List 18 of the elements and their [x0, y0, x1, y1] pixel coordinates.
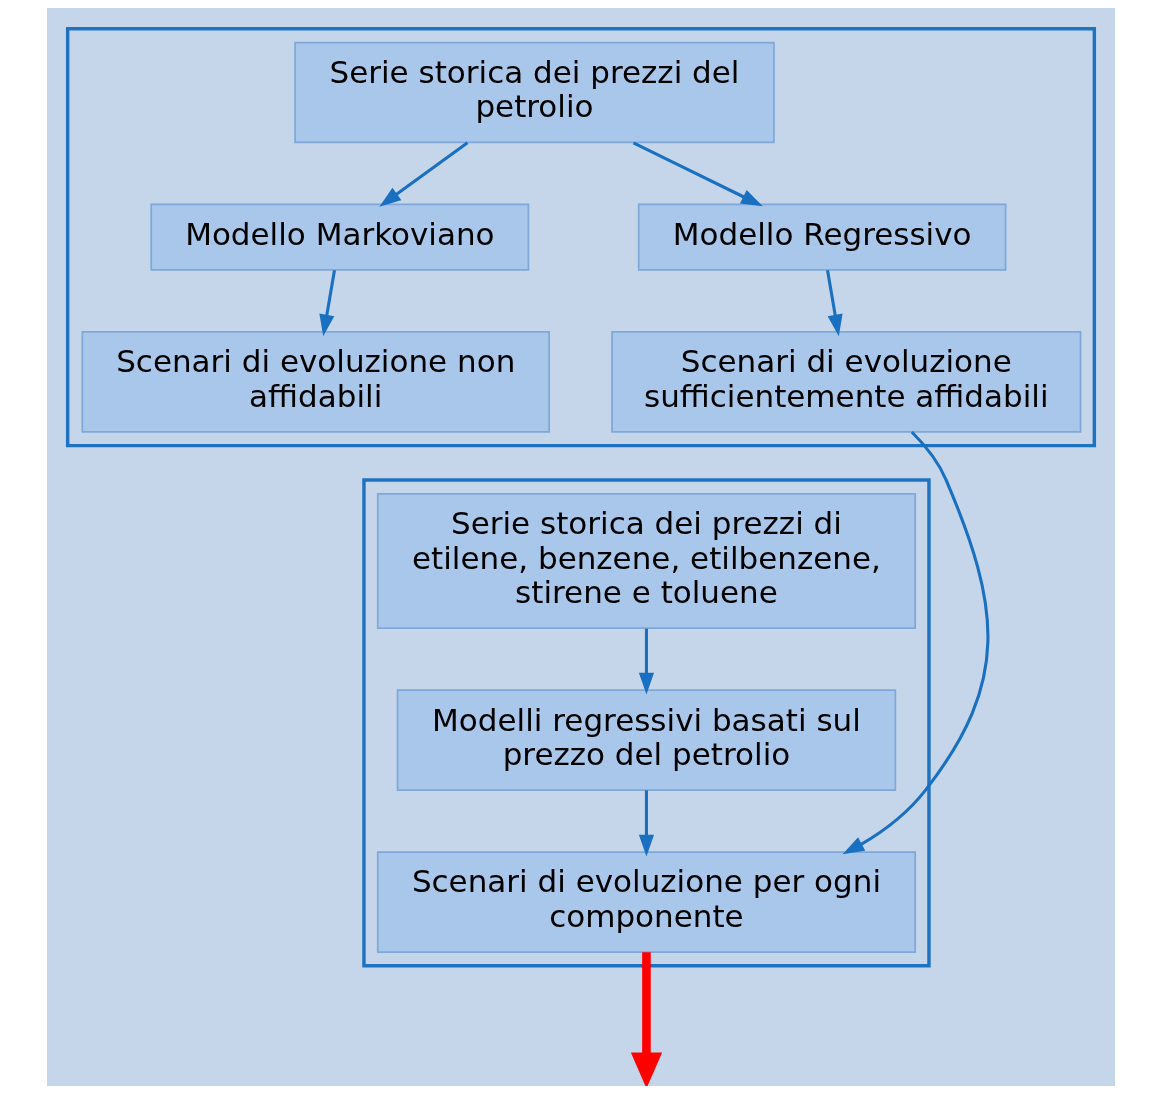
node-box: Modelli regressivi basati sul prezzo del petrolio: [396, 689, 897, 791]
arrow: [319, 270, 336, 337]
arrow: [638, 790, 655, 857]
node-box: Serie storica dei prezzi di etilene, benzene, etilbenzene, stirene e toluene: [376, 492, 917, 630]
arrow: [630, 952, 663, 1086]
node-box: Scenari di evoluzione non affidabili: [81, 331, 550, 433]
arrow: [842, 430, 990, 855]
node-box: Scenari di evoluzione sufficientemente affidabili: [611, 331, 1082, 433]
node-box: Scenari di evoluzione per ogni componente: [376, 851, 917, 953]
cluster: [362, 478, 931, 968]
cluster: [65, 27, 1097, 448]
node-box: Modello Markoviano: [150, 203, 530, 271]
node-box: Serie storica dei prezzi del petrolio: [294, 41, 775, 144]
arrow: [826, 270, 843, 337]
arrow: [379, 141, 469, 207]
node-box: Modello Regressivo: [637, 203, 1007, 271]
arrow: [638, 628, 655, 695]
arrow: [632, 141, 763, 207]
